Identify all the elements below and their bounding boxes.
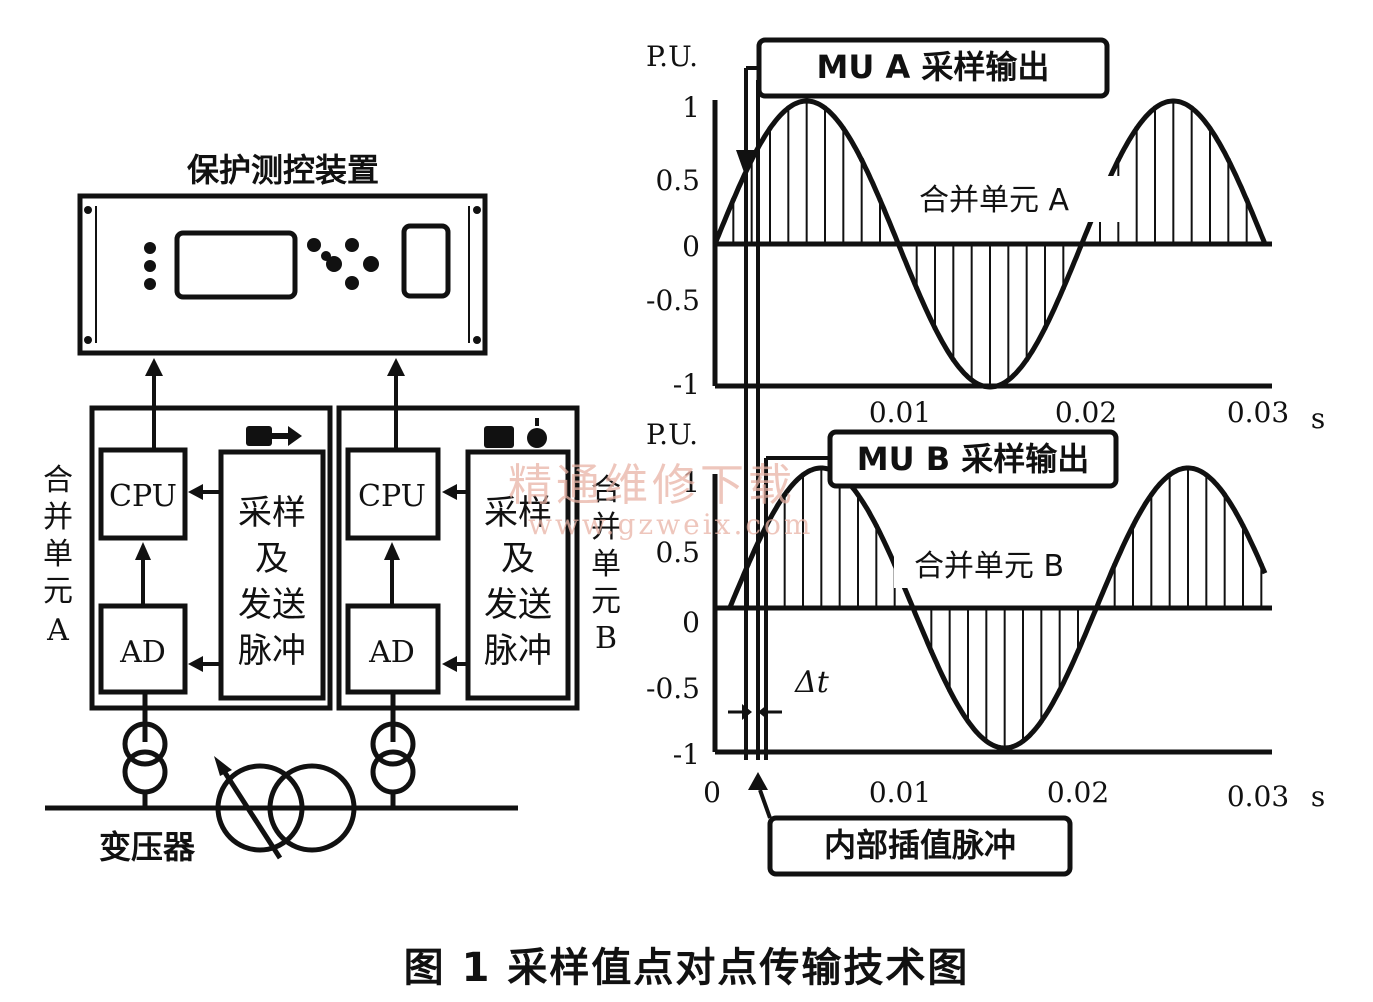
watermark-line2: www.gzweix.com bbox=[528, 508, 814, 541]
protection-device bbox=[77, 193, 488, 356]
waveform-panels: P.U. 1 0.5 0 -0.5 -1 0.01 0.02 0.03 s 合并… bbox=[646, 37, 1325, 877]
bottom-xunit: s bbox=[1311, 780, 1325, 813]
watermark-line1: 精通维修下载 bbox=[508, 460, 796, 511]
interp-callout-box bbox=[767, 815, 1073, 877]
mu-a-label-char: 合 bbox=[43, 463, 73, 498]
sampling-label-line: 发送 bbox=[238, 585, 306, 625]
merging-unit-a: CPU AD 采样 及 发送 脉冲 bbox=[89, 405, 333, 711]
sampling-label-line: 采样 bbox=[484, 493, 552, 533]
bottom-sine-curve bbox=[727, 465, 1268, 751]
keypad-icon bbox=[307, 238, 379, 290]
top-xunit: s bbox=[1311, 402, 1325, 435]
mu-b-label-char: 合 bbox=[591, 473, 621, 508]
pulse-input-icon bbox=[484, 418, 547, 448]
cpu-label-a: CPU bbox=[109, 479, 177, 514]
signal-arrow-icon bbox=[384, 484, 468, 672]
sampling-label-line: 脉冲 bbox=[238, 631, 306, 671]
mu-b-label-char: 元 bbox=[591, 584, 621, 619]
top-ylabel: P.U. bbox=[646, 40, 698, 73]
top-panel-axes bbox=[712, 100, 1272, 389]
sampling-label-line: 发送 bbox=[484, 585, 552, 625]
bottom-ytick: -1 bbox=[673, 738, 700, 771]
watermark: 精通维修下载 www.gzweix.com bbox=[508, 462, 813, 540]
pulse-output-icon bbox=[246, 426, 302, 446]
mount-hole-icon bbox=[473, 206, 481, 214]
cpu-box-a bbox=[98, 447, 188, 541]
mu-a-label-char: 并 bbox=[43, 500, 73, 535]
top-xtick: 0.02 bbox=[1055, 396, 1117, 429]
curve-label-backdrop bbox=[894, 542, 1084, 588]
sampling-box-b bbox=[465, 449, 571, 701]
callout-connector bbox=[736, 66, 830, 819]
delta-t-marker bbox=[728, 704, 782, 720]
power-line bbox=[45, 692, 518, 811]
mount-hole-icon bbox=[84, 336, 92, 344]
current-transformer-icon bbox=[122, 721, 168, 795]
top-ytick: -1 bbox=[673, 368, 700, 401]
bottom-panel-axes bbox=[712, 474, 1272, 755]
bottom-xtick: 0 bbox=[703, 776, 721, 809]
bottom-curve-label: 合并单元 B bbox=[914, 549, 1064, 584]
top-ytick: 0 bbox=[682, 230, 700, 263]
mu-a-label-char: 单 bbox=[43, 537, 73, 572]
mu-a-label-char: A bbox=[46, 613, 69, 648]
top-ytick: 0.5 bbox=[655, 164, 700, 197]
ad-label-b: AD bbox=[368, 635, 415, 670]
interp-callout-text: 内部插值脉冲 bbox=[824, 826, 1016, 864]
mount-hole-icon bbox=[84, 206, 92, 214]
bottom-xtick: 0.02 bbox=[1047, 776, 1109, 809]
bottom-ylabel: P.U. bbox=[646, 418, 698, 451]
mu-b-label-char: 单 bbox=[591, 547, 621, 582]
device-title: 保护测控装置 bbox=[187, 151, 379, 189]
top-callout-text: MU A 采样输出 bbox=[817, 48, 1050, 86]
sampling-label-line: 及 bbox=[255, 539, 289, 579]
current-transformer-icon bbox=[370, 721, 416, 795]
top-xtick: 0.01 bbox=[869, 396, 931, 429]
bottom-ytick: 0.5 bbox=[655, 536, 700, 569]
bottom-ytick: 0 bbox=[682, 606, 700, 639]
mu-b-label-char: B bbox=[595, 621, 617, 656]
ad-label-a: AD bbox=[119, 635, 166, 670]
transformer-label: 变压器 bbox=[99, 828, 196, 866]
display-screen-icon bbox=[174, 230, 298, 300]
top-ytick: 1 bbox=[682, 91, 700, 124]
merging-unit-b: CPU AD 采样 及 发送 脉冲 bbox=[336, 405, 580, 711]
delta-t-label: Δt bbox=[794, 665, 830, 700]
left-block-diagram: 保护测控装置 bbox=[43, 151, 621, 866]
mu-b-label: 合 并 单 元 B bbox=[591, 473, 621, 656]
top-curve-label: 合并单元 A bbox=[919, 183, 1070, 218]
bottom-xtick: 0.03 bbox=[1227, 780, 1289, 813]
mount-hole-icon bbox=[473, 336, 481, 344]
bottom-ytick: 1 bbox=[682, 466, 700, 499]
bottom-ytick: -0.5 bbox=[646, 672, 700, 705]
bottom-callout-text: MU B 采样输出 bbox=[857, 440, 1090, 478]
sampling-label-line: 采样 bbox=[238, 493, 306, 533]
top-xtick: 0.03 bbox=[1227, 396, 1289, 429]
cpu-box-b bbox=[345, 447, 441, 541]
sampling-label-line: 脉冲 bbox=[484, 631, 552, 671]
top-sine-curve bbox=[712, 98, 1268, 390]
curve-label-backdrop bbox=[970, 176, 1120, 222]
sampling-box-a bbox=[218, 449, 326, 701]
bottom-xtick: 0.01 bbox=[869, 776, 931, 809]
figure-caption: 图 1 采样值点对点传输技术图 bbox=[403, 945, 970, 991]
mu-a-label-char: 元 bbox=[43, 574, 73, 609]
cpu-label-b: CPU bbox=[358, 479, 426, 514]
indicator-led-icon bbox=[144, 242, 156, 290]
mu-b-label-char: 并 bbox=[591, 510, 621, 545]
sampling-label-line: 及 bbox=[501, 539, 535, 579]
power-transformer-icon bbox=[214, 756, 357, 860]
keypad-panel-icon bbox=[401, 223, 451, 299]
top-ytick: -0.5 bbox=[646, 284, 700, 317]
signal-arrow-icon bbox=[135, 484, 221, 672]
mu-a-label: 合 并 单 元 A bbox=[43, 463, 73, 648]
